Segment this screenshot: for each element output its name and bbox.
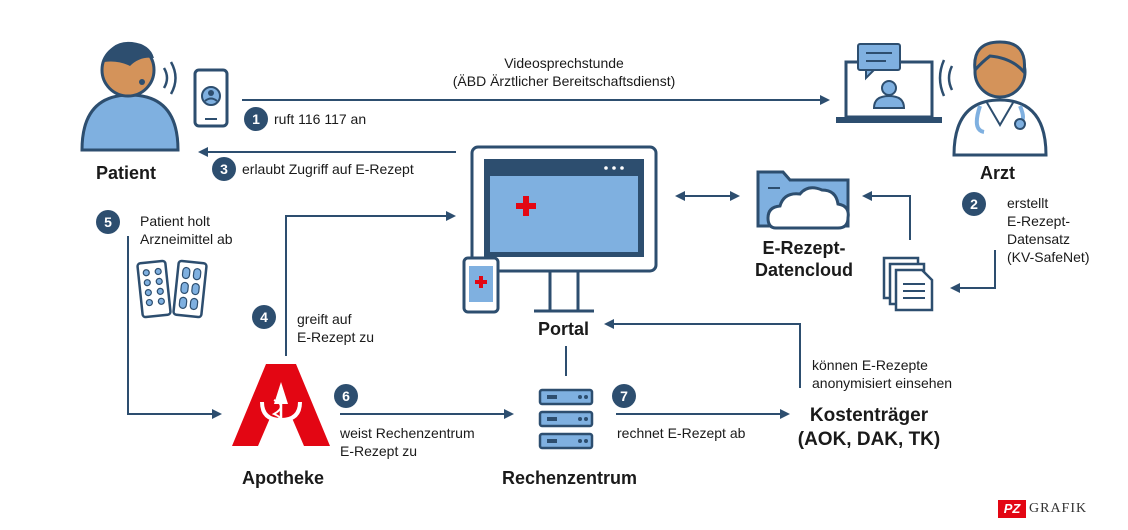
portal-label: Portal [538, 319, 590, 339]
step-badge-3: 3 [212, 157, 236, 181]
apotheke-logo-icon [232, 364, 330, 446]
pill-blister-icon [136, 259, 208, 319]
step-4-text: greift auf E-Rezept zu [297, 311, 375, 345]
documents-icon [882, 256, 934, 312]
step-badge-1: 1 [244, 107, 268, 131]
smartphone-icon [193, 68, 229, 128]
apotheke-label: Apotheke [242, 468, 325, 488]
patient-label: Patient [96, 163, 157, 183]
docs-cloud-arrow [862, 191, 911, 240]
cloud-label: E-Rezept- Datencloud [754, 238, 853, 280]
step-6-text: weist Rechenzentrum E-Rezept zu [340, 425, 475, 459]
patient-icon [80, 41, 180, 152]
step-badge-5: 5 [96, 210, 120, 234]
doctor-docs-arrow [950, 250, 996, 293]
rechenzentrum-label: Rechenzentrum [502, 468, 638, 488]
server-icon [538, 388, 594, 450]
pharmacy-portal-arrow [285, 211, 456, 356]
arzt-label: Arzt [980, 163, 1015, 183]
step-badge-6: 6 [334, 384, 358, 408]
anonymized-view-label: können E-Rezepte anonymisiert einsehen [812, 357, 953, 391]
grafik-word: GRAFIK [1029, 501, 1088, 516]
step-3-text: erlaubt Zugriff auf E-Rezept [242, 161, 414, 177]
kostentraeger-label: Kostenträger (AOK, DAK, TK) [797, 405, 941, 450]
doctor-icon [938, 40, 1048, 157]
step-1-text: ruft 116 117 an [274, 111, 367, 127]
video-consultation-label: Videosprechstunde (ÄBD Ärztlicher Bereit… [452, 55, 676, 89]
portal-phone-icon [462, 256, 500, 314]
step-badge-7: 7 [612, 384, 636, 408]
step-badge-4: 4 [252, 305, 276, 329]
kostentraeger-portal-arrow [604, 319, 801, 388]
portal-monitor-icon [470, 145, 658, 313]
step-2-text: erstellt E-Rezept- Datensatz (KV-SafeNet… [1007, 195, 1090, 265]
step-5-text: Patient holt Arzneimittel ab [140, 213, 233, 247]
cloud-folder-icon [756, 170, 850, 230]
laptop-video-icon [836, 43, 942, 123]
step-7-text: rechnet E-Rezept ab [617, 425, 746, 441]
step-badge-2: 2 [962, 192, 986, 216]
pz-badge: PZ [998, 500, 1026, 518]
patient-pharmacy-arrow [127, 236, 222, 419]
